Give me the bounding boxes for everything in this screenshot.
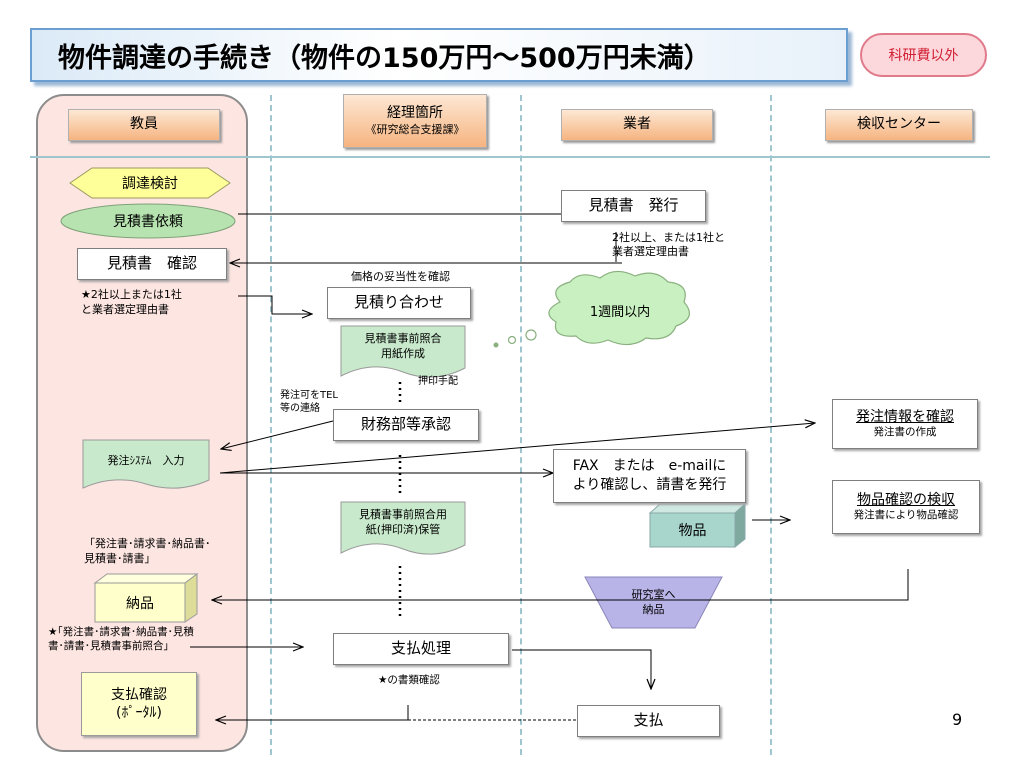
order-info-sub: 発注書の作成 — [873, 426, 937, 439]
price-check-label: 価格の妥当性を確認 — [351, 270, 450, 283]
docs-check-label: ★の書類確認 — [378, 674, 440, 686]
quote-issue-label: 見積書 発行 — [588, 196, 679, 215]
finance-approval-label: 財務部等承認 — [360, 415, 451, 434]
stamp-arrange-label: 押印手配 — [418, 376, 458, 387]
quote-confirm-box: 見積書 確認 — [77, 248, 227, 280]
quote-issue-box: 見積書 発行 — [561, 190, 706, 222]
order-info-title: 発注情報を確認 — [856, 409, 954, 426]
vendor-quote-note: 2社以上、または1社と 業者選定理由書 — [612, 231, 725, 259]
payment-process-box: 支払処理 — [333, 633, 509, 665]
procure-review-label: 調達検討 — [122, 176, 178, 192]
lane-header-teacher: 教員 — [68, 109, 220, 141]
lab-delivery-label: 研究室へ 納品 — [631, 588, 676, 616]
thought-bubble-3 — [493, 342, 499, 348]
quote-request-ellipse — [60, 203, 236, 239]
fax-email-box: FAX または e-mailに より確認し、請書を発行 — [553, 449, 746, 503]
form-keep-label: 見積書事前照合用 紙(押印済)保管 — [359, 508, 447, 536]
delivery-label: 納品 — [126, 595, 154, 612]
lane-header-accounting-sublabel: 《研究総合支援課》 — [365, 122, 465, 136]
delivery-cube — [93, 573, 199, 623]
quote-confirm-label: 見積書 確認 — [106, 254, 197, 273]
quote-request-label: 見積書依頼 — [113, 214, 183, 230]
lane-header-vendor: 業者 — [561, 109, 713, 141]
cloud-label: 1週間以内 — [589, 304, 651, 320]
thought-bubble-2 — [507, 335, 517, 345]
page-title: 物件調達の手続き（物件の150万円～500万円未満） — [30, 28, 848, 82]
lane-divider-2 — [520, 95, 522, 755]
order-info-box: 発注情報を確認 発注書の作成 — [832, 399, 978, 449]
procure-review-hexagon — [69, 167, 231, 199]
order-input-document — [82, 439, 210, 489]
lane-divider-1 — [270, 95, 272, 755]
form-create-document — [340, 325, 466, 378]
goods-label: 物品 — [678, 523, 707, 539]
thought-bubble-1 — [525, 329, 537, 341]
lab-delivery-trapezoid — [584, 576, 723, 629]
goods-check-sub: 発注書により物品確認 — [853, 509, 959, 522]
quote-match-box: 見積り合わせ — [327, 287, 471, 319]
lane-divider-3 — [770, 95, 772, 755]
tel-note: 発注可をTEL 等の連絡 — [280, 390, 338, 414]
finance-approval-box: 財務部等承認 — [333, 409, 479, 441]
order-input-label: 発注ｼｽﾃﾑ 入力 — [107, 454, 185, 467]
payment-box: 支払 — [577, 705, 720, 737]
arrow-inspection-to-delivery — [212, 569, 909, 600]
goods-check-title: 物品確認の検収 — [857, 492, 955, 509]
arrow-order-to-inspection — [219, 423, 815, 474]
arrow-to-payment-confirm — [216, 705, 409, 720]
page-number: 9 — [952, 710, 963, 729]
docs-note: 「発注書･請求書･納品書･ 見積書･請書」 — [84, 537, 211, 565]
payment-label: 支払 — [633, 711, 664, 730]
payment-process-label: 支払処理 — [390, 639, 451, 658]
delivery-note: ★｢発注書･請求書･納品書･見積 書･請書･見積書事前照合｣ — [48, 626, 194, 653]
quote-note: ★2社以上または1社 と業者選定理由書 — [81, 288, 182, 316]
lane-header-inspection-label: 検収センター — [857, 116, 941, 133]
lane-header-inspection: 検収センター — [825, 109, 973, 141]
lane-header-vendor-label: 業者 — [623, 116, 651, 133]
goods-cube — [648, 502, 747, 549]
form-keep-document — [340, 501, 466, 555]
category-badge: 科研費以外 — [860, 33, 987, 77]
arrow-to-payment — [512, 649, 651, 689]
arrow-to-quote-match — [238, 295, 312, 314]
lane-header-teacher-label: 教員 — [130, 116, 158, 133]
cloud-shape — [548, 270, 691, 346]
lane-header-accounting-label: 経理箇所 — [387, 105, 443, 122]
payment-confirm-box: 支払確認 (ﾎﾟｰﾀﾙ) — [81, 672, 197, 736]
header-separator — [30, 156, 990, 158]
arrow-tel-contact — [221, 420, 334, 449]
quote-match-label: 見積り合わせ — [353, 293, 444, 312]
lane-header-accounting: 経理箇所 《研究総合支援課》 — [343, 94, 487, 148]
form-create-label: 見積書事前照合 用紙作成 — [364, 332, 442, 360]
goods-check-box: 物品確認の検収 発注書により物品確認 — [832, 480, 980, 534]
